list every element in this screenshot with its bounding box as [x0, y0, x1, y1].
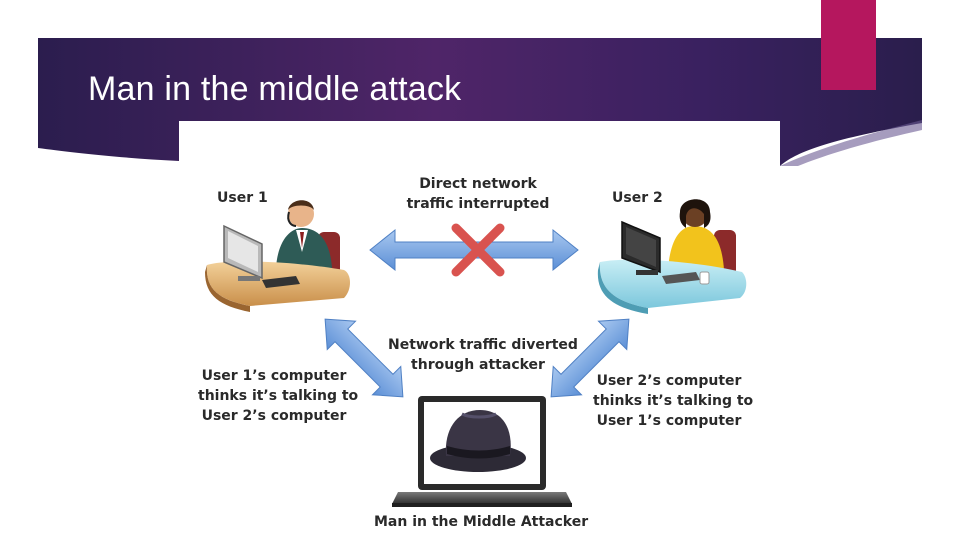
- user2-attacker-arrow: [550, 318, 630, 398]
- fedora-hat-icon: [430, 410, 526, 472]
- user1-thinks-line1: User 1’s computer: [201, 368, 347, 384]
- user1-label: User 1: [217, 190, 268, 206]
- attacker-label: Man in the Middle Attacker: [374, 514, 589, 530]
- interrupted-cross-icon: [451, 223, 505, 277]
- user1-attacker-arrow: [324, 318, 404, 398]
- user2-thinks-line2: thinks it’s talking to: [593, 393, 754, 409]
- diverted-line1: Network traffic diverted: [388, 337, 578, 353]
- user2-thinks-line1: User 2’s computer: [596, 373, 742, 389]
- user2-thinks-line3: User 1’s computer: [596, 413, 742, 429]
- direct-traffic-label: Direct network traffic interrupted: [398, 174, 558, 214]
- user1-thinks-line2: thinks it’s talking to: [198, 388, 359, 404]
- user2-thinks-label: User 2’s computer thinks it’s talking to…: [593, 371, 754, 431]
- diverted-traffic-label: Network traffic diverted through attacke…: [388, 335, 578, 375]
- user1-workstation-icon: [205, 200, 350, 312]
- user1-thinks-line3: User 2’s computer: [201, 408, 347, 424]
- user2-workstation-icon: [597, 199, 747, 314]
- diverted-line2: through attacker: [411, 357, 545, 373]
- user2-label: User 2: [612, 190, 663, 206]
- direct-traffic-line1: Direct network: [419, 176, 537, 192]
- accent-block: [821, 0, 876, 90]
- direct-traffic-line2: traffic interrupted: [406, 196, 550, 212]
- slide-title: Man in the middle attack: [88, 70, 462, 108]
- user1-thinks-label: User 1’s computer thinks it’s talking to…: [198, 366, 359, 426]
- attacker-laptop-icon: [392, 396, 572, 507]
